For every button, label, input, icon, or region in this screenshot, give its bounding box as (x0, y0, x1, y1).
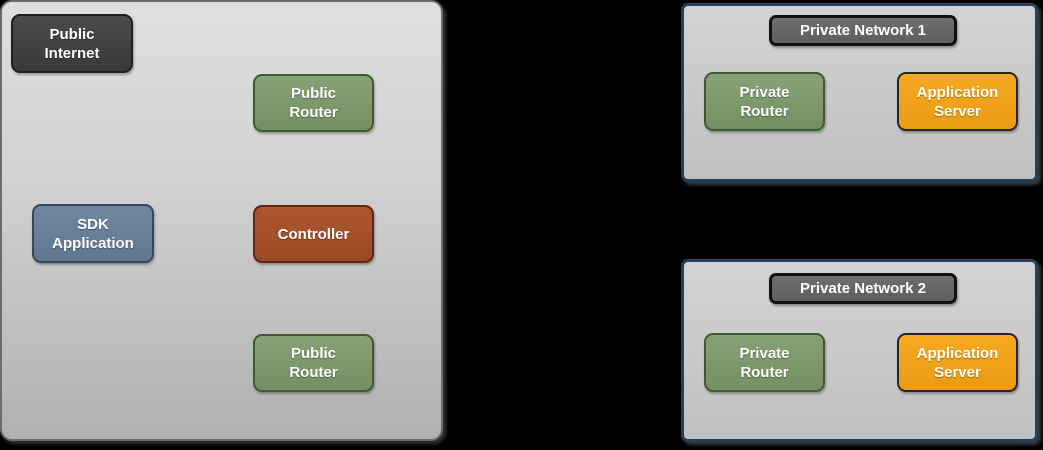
public-zone-panel: Public Internet Public Router SDK Applic… (0, 0, 443, 441)
private-router-1-node: Private Router (704, 72, 825, 131)
sdk-application-node: SDK Application (32, 204, 154, 263)
application-server-1-node: Application Server (897, 72, 1018, 131)
private-network-2-panel: Private Network 2 Private Router Applica… (681, 259, 1038, 442)
public-router-top-node: Public Router (253, 74, 374, 132)
controller-node: Controller (253, 205, 374, 263)
public-router-bottom-node: Public Router (253, 334, 374, 392)
private-network-2-title-badge: Private Network 2 (769, 273, 957, 304)
public-internet-node: Public Internet (11, 14, 133, 73)
private-router-2-node: Private Router (704, 333, 825, 392)
application-server-2-node: Application Server (897, 333, 1018, 392)
private-network-1-panel: Private Network 1 Private Router Applica… (681, 3, 1038, 182)
private-network-1-title-badge: Private Network 1 (769, 15, 957, 46)
